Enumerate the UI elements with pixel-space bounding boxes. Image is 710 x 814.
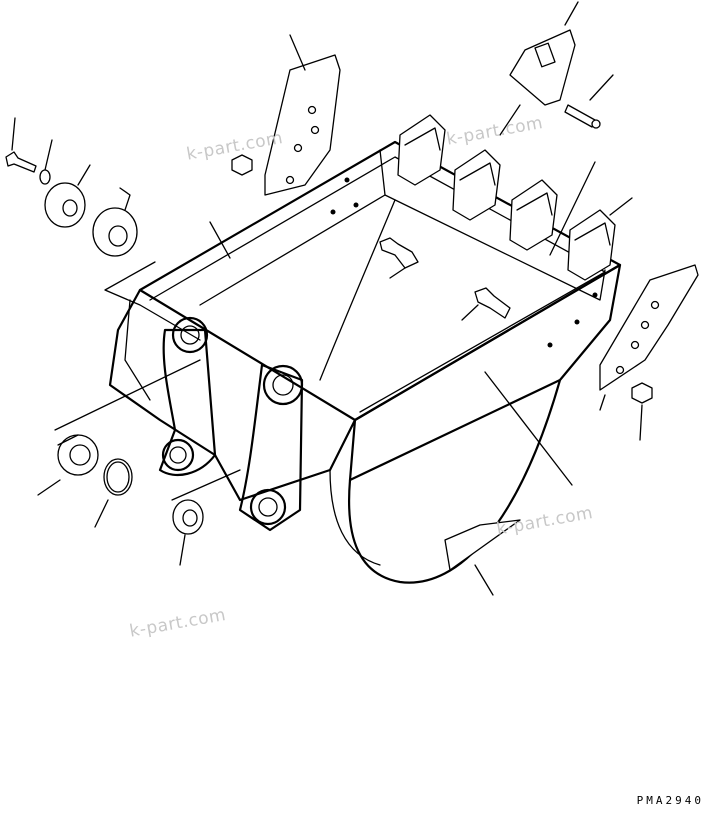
tooth-point — [509, 29, 576, 106]
bolt-bucket-inner — [379, 237, 419, 269]
tooth-pin — [564, 104, 601, 129]
boss-bracket-right — [238, 363, 304, 532]
tooth-adapter-1 — [397, 114, 446, 186]
nut-right — [631, 382, 653, 404]
bucket-body — [108, 140, 622, 584]
shim-ring — [172, 499, 204, 535]
right-side-plate — [348, 263, 622, 482]
bolt-small — [5, 151, 37, 173]
cutting-edge — [379, 149, 606, 301]
tooth-adapter-4 — [567, 209, 616, 281]
boss-bracket-left — [158, 316, 217, 477]
tooth-adapter-2 — [452, 149, 501, 221]
bottom-wear-plate — [444, 519, 521, 571]
nut-top — [231, 154, 253, 176]
left-side-plate — [108, 289, 356, 502]
bucket-inner-rim — [149, 156, 606, 413]
shim-plate — [44, 182, 86, 228]
bucket-bottom-curve — [348, 379, 562, 584]
bucket-inner-curve — [319, 199, 396, 381]
tooth-adapter-3 — [509, 179, 558, 251]
o-ring — [103, 458, 133, 496]
bucket-top-rim — [138, 140, 622, 422]
bolt-bucket-floor — [474, 287, 511, 319]
side-cutter-left — [264, 54, 341, 196]
collar-bushing — [57, 434, 99, 476]
edge-bolt-holes — [330, 177, 598, 348]
boss-plate — [92, 207, 138, 257]
leader-lines — [11, 1, 643, 596]
side-cutter-right — [599, 264, 699, 391]
bucket-bottom-inner — [329, 469, 381, 566]
bucket-floor-edge — [199, 194, 386, 306]
washer-small — [39, 169, 51, 185]
left-side-inner — [124, 299, 151, 401]
drawing-code: PMA2940 — [636, 794, 704, 807]
